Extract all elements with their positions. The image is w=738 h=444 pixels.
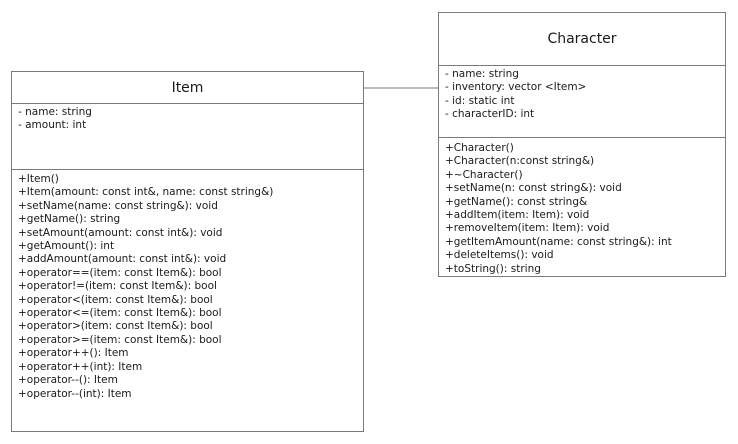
item-attribute: - amount: int (18, 119, 87, 132)
item-operation: +operator<=(item: const Item&): bool (18, 307, 222, 320)
item-operations: +Item() +Item(amount: const int&, name: … (12, 170, 363, 401)
item-operation: +setName(name: const string&): void (18, 199, 218, 212)
character-class-box[interactable]: Character - name: string - inventory: ve… (438, 12, 726, 277)
character-operation: +getName(): const string& (445, 195, 588, 208)
character-class-name: Character (439, 13, 725, 66)
character-attribute: - characterID: int (445, 108, 535, 121)
item-class-name: Item (12, 72, 363, 104)
item-operation: +addAmount(amount: const int&): void (18, 253, 227, 266)
item-operation: +operator--(): Item (18, 374, 118, 387)
item-operation: +operator--(int): Item (18, 387, 132, 400)
item-operation: +operator==(item: const Item&): bool (18, 266, 222, 279)
character-attributes: - name: string - inventory: vector <Item… (439, 66, 725, 138)
character-operations: +Character() +Character(n:const string&)… (439, 138, 725, 276)
character-attribute: - id: static int (445, 94, 515, 107)
character-operation: +addItem(item: Item): void (445, 209, 590, 222)
character-attribute: - inventory: vector <Item> (445, 81, 587, 94)
character-operation: +setName(n: const string&): void (445, 182, 622, 195)
item-operation: +operator++(int): Item (18, 360, 143, 373)
item-operation: +getAmount(): int (18, 240, 115, 253)
character-operation: +Character() (445, 142, 514, 154)
item-operation: +Item(amount: const int&, name: const st… (18, 186, 274, 199)
item-operation: +operator!=(item: const Item&): bool (18, 280, 217, 293)
character-operation: +~Character() (445, 168, 523, 181)
character-attribute: - name: string (445, 68, 519, 80)
character-operation: +deleteItems(): void (445, 249, 554, 262)
item-operation: +operator>=(item: const Item&): bool (18, 333, 222, 346)
item-operation: +operator>(item: const Item&): bool (18, 320, 213, 333)
character-operation: +toString(): string (445, 262, 541, 275)
character-operation: +removeItem(item: Item): void (445, 222, 610, 235)
item-operation: +setAmount(amount: const int&): void (18, 226, 223, 239)
item-class-box[interactable]: Item - name: string - amount: int +Item(… (11, 71, 364, 432)
character-operation: +getItemAmount(name: const string&): int (445, 235, 672, 248)
item-operation: +operator<(item: const Item&): bool (18, 293, 213, 306)
item-operation: +getName(): string (18, 213, 121, 226)
item-operation: +Item() (18, 173, 59, 185)
item-operation: +operator++(): Item (18, 347, 129, 360)
item-attribute: - name: string (18, 106, 92, 118)
item-attributes: - name: string - amount: int (12, 104, 363, 170)
character-operation: +Character(n:const string&) (445, 155, 595, 168)
